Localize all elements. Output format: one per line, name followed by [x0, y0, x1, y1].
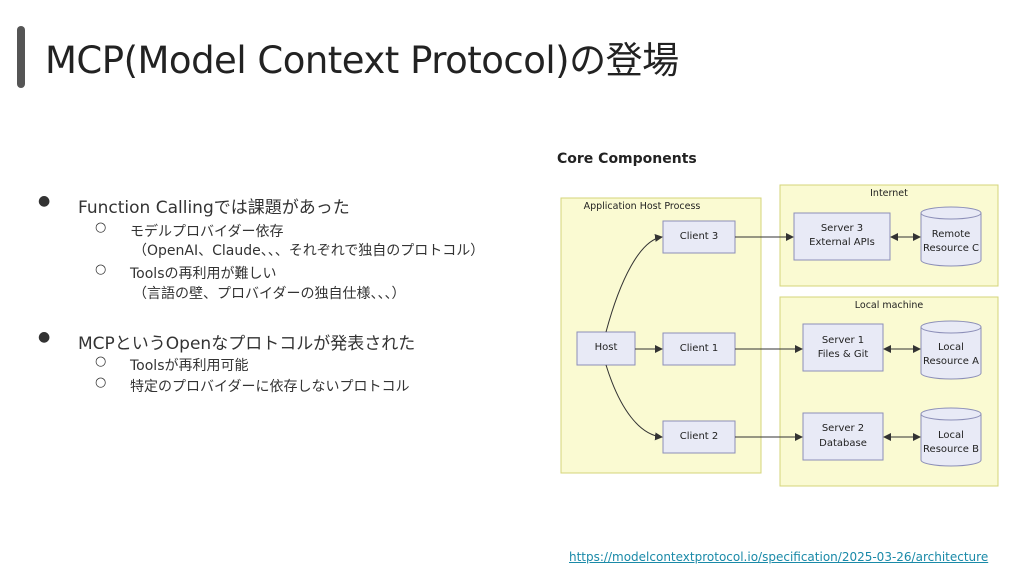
- node-server1: [802, 323, 884, 372]
- node-label-server1-desc: Files & Git: [817, 349, 869, 360]
- region-label-internet: Internet: [870, 188, 908, 199]
- circle-bullet-icon: ○: [95, 220, 107, 235]
- node-label-local-b-1: Local: [938, 430, 964, 441]
- edge-host-client3: [605, 233, 663, 333]
- circle-bullet-icon: ○: [95, 354, 107, 369]
- node-label-client2: Client 2: [679, 431, 719, 442]
- sub-bullet-text: モデルプロバイダー依存: [130, 224, 284, 240]
- node-label-client1: Client 1: [679, 343, 719, 354]
- node-label-server3-name: Server 3: [820, 223, 864, 234]
- circle-bullet-icon: ○: [95, 262, 107, 277]
- circle-bullet-icon: ○: [95, 375, 107, 390]
- node-label-server2-name: Server 2: [821, 423, 865, 434]
- sub-bullet-continuation: （OpenAI、Claude、、、それぞれで独自のプロトコル）: [133, 243, 485, 259]
- sub-bullet-item: ○ 特定のプロバイダーに依存しないプロトコル: [95, 375, 410, 396]
- node-label-server2-desc: Database: [819, 438, 867, 449]
- bullet-text: Function Callingでは課題があった: [78, 198, 350, 218]
- node-server3: [793, 212, 891, 261]
- page-title: MCP(Model Context Protocol)の登場: [45, 39, 679, 82]
- node-host: [576, 331, 636, 366]
- bullet-item: ● Function Callingでは課題があった: [38, 193, 350, 218]
- source-link[interactable]: https://modelcontextprotocol.io/specific…: [569, 550, 989, 564]
- node-client2: [662, 420, 736, 454]
- bullet-text: MCPというOpenなプロトコルが発表された: [78, 334, 416, 354]
- bullet-dot-icon: ●: [38, 193, 51, 209]
- edge-host-client2: [605, 364, 663, 441]
- node-client3: [662, 220, 736, 254]
- sub-bullet-text: 特定のプロバイダーに依存しないプロトコル: [130, 379, 410, 395]
- node-label-remote-c-1: Remote: [931, 229, 971, 240]
- node-label-host: Host: [594, 342, 618, 353]
- sub-bullet-text: Toolsが再利用可能: [130, 358, 249, 374]
- node-server2: [802, 412, 884, 461]
- title-accent-bar: [17, 26, 25, 88]
- sub-bullet-continuation: （言語の壁、プロバイダーの独自仕様、、、）: [133, 286, 406, 302]
- region-label-local: Local machine: [854, 300, 924, 311]
- sub-bullet-item: ○ Toolsの再利用が難しい: [95, 262, 277, 283]
- node-client1: [662, 332, 736, 366]
- sub-bullet-item: ○ モデルプロバイダー依存: [95, 220, 284, 241]
- node-label-client3: Client 3: [679, 231, 719, 242]
- node-label-local-a-2: Resource A: [923, 356, 979, 367]
- bullet-dot-icon: ●: [38, 329, 51, 345]
- region-label-host: Application Host Process: [583, 201, 701, 212]
- node-label-local-b-2: Resource B: [923, 444, 979, 455]
- node-label-local-a-1: Local: [938, 342, 964, 353]
- sub-bullet-text: Toolsの再利用が難しい: [130, 266, 277, 282]
- db-local-a: [920, 320, 982, 380]
- node-label-server1-name: Server 1: [821, 335, 865, 346]
- diagram-title: Core Components: [557, 151, 697, 167]
- db-local-b: [920, 407, 982, 467]
- sub-bullet-item: ○ Toolsが再利用可能: [95, 354, 249, 375]
- bullet-item: ● MCPというOpenなプロトコルが発表された: [38, 329, 416, 354]
- db-remote-c: [920, 206, 982, 267]
- node-label-server3-desc: External APIs: [809, 237, 875, 248]
- node-label-remote-c-2: Resource C: [922, 243, 980, 254]
